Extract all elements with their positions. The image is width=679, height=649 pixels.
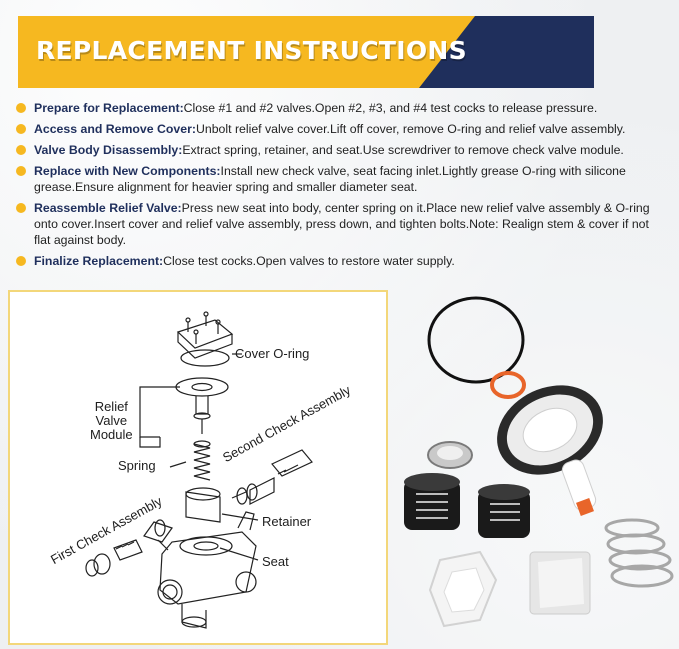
step-label: Prepare for Replacement: [34,101,184,115]
parts-illustration [404,296,674,628]
step-text: Unbolt relief valve cover.Lift off cover… [195,122,626,136]
bullet-dot-icon [16,103,26,113]
exploded-diagram: Cover O-ring Relief Valve Module Spring … [8,290,388,645]
label-retainer: Retainer [262,514,312,529]
header-banner: REPLACEMENT INSTRUCTIONS [18,16,594,88]
step-label: Finalize Replacement: [34,254,164,268]
step-item: Reassemble Relief Valve:Press new seat i… [16,200,666,248]
bullet-dot-icon [16,166,26,176]
bullet-dot-icon [16,145,26,155]
label-seat: Seat [262,554,289,569]
step-label: Replace with New Components: [34,164,221,178]
parts-kit-photo [400,290,675,645]
step-item: Finalize Replacement:Close test cocks.Op… [16,253,666,269]
step-text: Extract spring, retainer, and seat.Use s… [182,143,624,157]
bullet-dot-icon [16,256,26,266]
bullet-dot-icon [16,203,26,213]
step-item: Prepare for Replacement:Close #1 and #2 … [16,100,666,116]
page-title: REPLACEMENT INSTRUCTIONS [36,36,467,65]
step-text: Install new check valve, seat facing inl… [34,164,626,194]
step-text: Close test cocks.Open valves to restore … [163,254,455,268]
step-label: Reassemble Relief Valve: [34,201,182,215]
diagram-drawing [85,311,313,629]
bullet-dot-icon [16,124,26,134]
instruction-steps: Prepare for Replacement:Close #1 and #2 … [16,100,666,274]
step-text: Close #1 and #2 valves.Open #2, #3, and … [183,101,598,115]
label-spring: Spring [118,458,156,473]
step-item: Replace with New Components:Install new … [16,163,666,195]
step-item: Access and Remove Cover:Unbolt relief va… [16,121,666,137]
label-cover-oring: Cover O-ring [235,346,310,361]
step-label: Access and Remove Cover: [34,122,196,136]
step-text: Press new seat into body, center spring … [34,201,650,247]
label-relief-valve-module: Relief Valve Module [90,399,133,442]
step-item: Valve Body Disassembly:Extract spring, r… [16,142,666,158]
step-label: Valve Body Disassembly: [34,143,183,157]
